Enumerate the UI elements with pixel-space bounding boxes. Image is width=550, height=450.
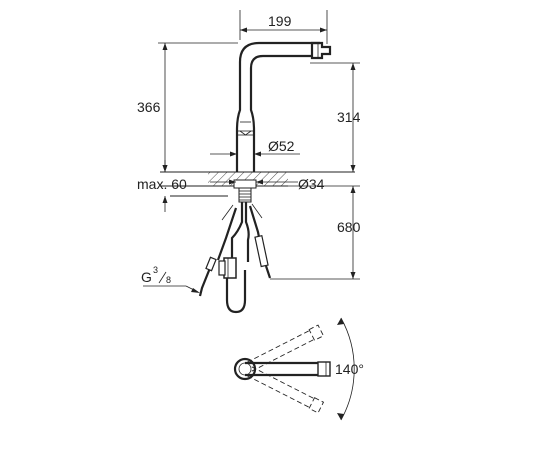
faucet-top-view (233, 317, 355, 421)
dim-hole-diameter-label: Ø34 (298, 176, 325, 192)
dim-spout-reach-label: 199 (268, 13, 292, 29)
dim-total-height-label: 366 (137, 99, 161, 115)
faucet-side-view (235, 41, 332, 172)
connection-thread-numerator: 3 (153, 265, 158, 275)
dim-body-diameter (210, 151, 300, 157)
dim-max-thickness-label: max. 60 (137, 176, 187, 192)
dim-body-diameter-label: Ø52 (268, 138, 295, 154)
connection-thread-denominator: 8 (166, 275, 171, 285)
dim-spout-height (310, 62, 360, 172)
connection-thread-label: G (141, 269, 152, 285)
dim-spout-reach (239, 10, 328, 44)
dim-total-height (158, 42, 238, 172)
swivel-angle-label: 140° (335, 361, 364, 377)
hoses-assembly (198, 202, 272, 314)
countertop-section (160, 171, 360, 203)
dim-max-thickness (162, 160, 168, 212)
dim-hose-length-label: 680 (337, 219, 361, 235)
connection-thread-leader (143, 285, 200, 293)
dim-hole-diameter (210, 179, 298, 185)
connection-thread-fraction-bar (158, 271, 167, 284)
dim-hose-length (270, 186, 360, 280)
dim-spout-height-label: 314 (337, 109, 361, 125)
